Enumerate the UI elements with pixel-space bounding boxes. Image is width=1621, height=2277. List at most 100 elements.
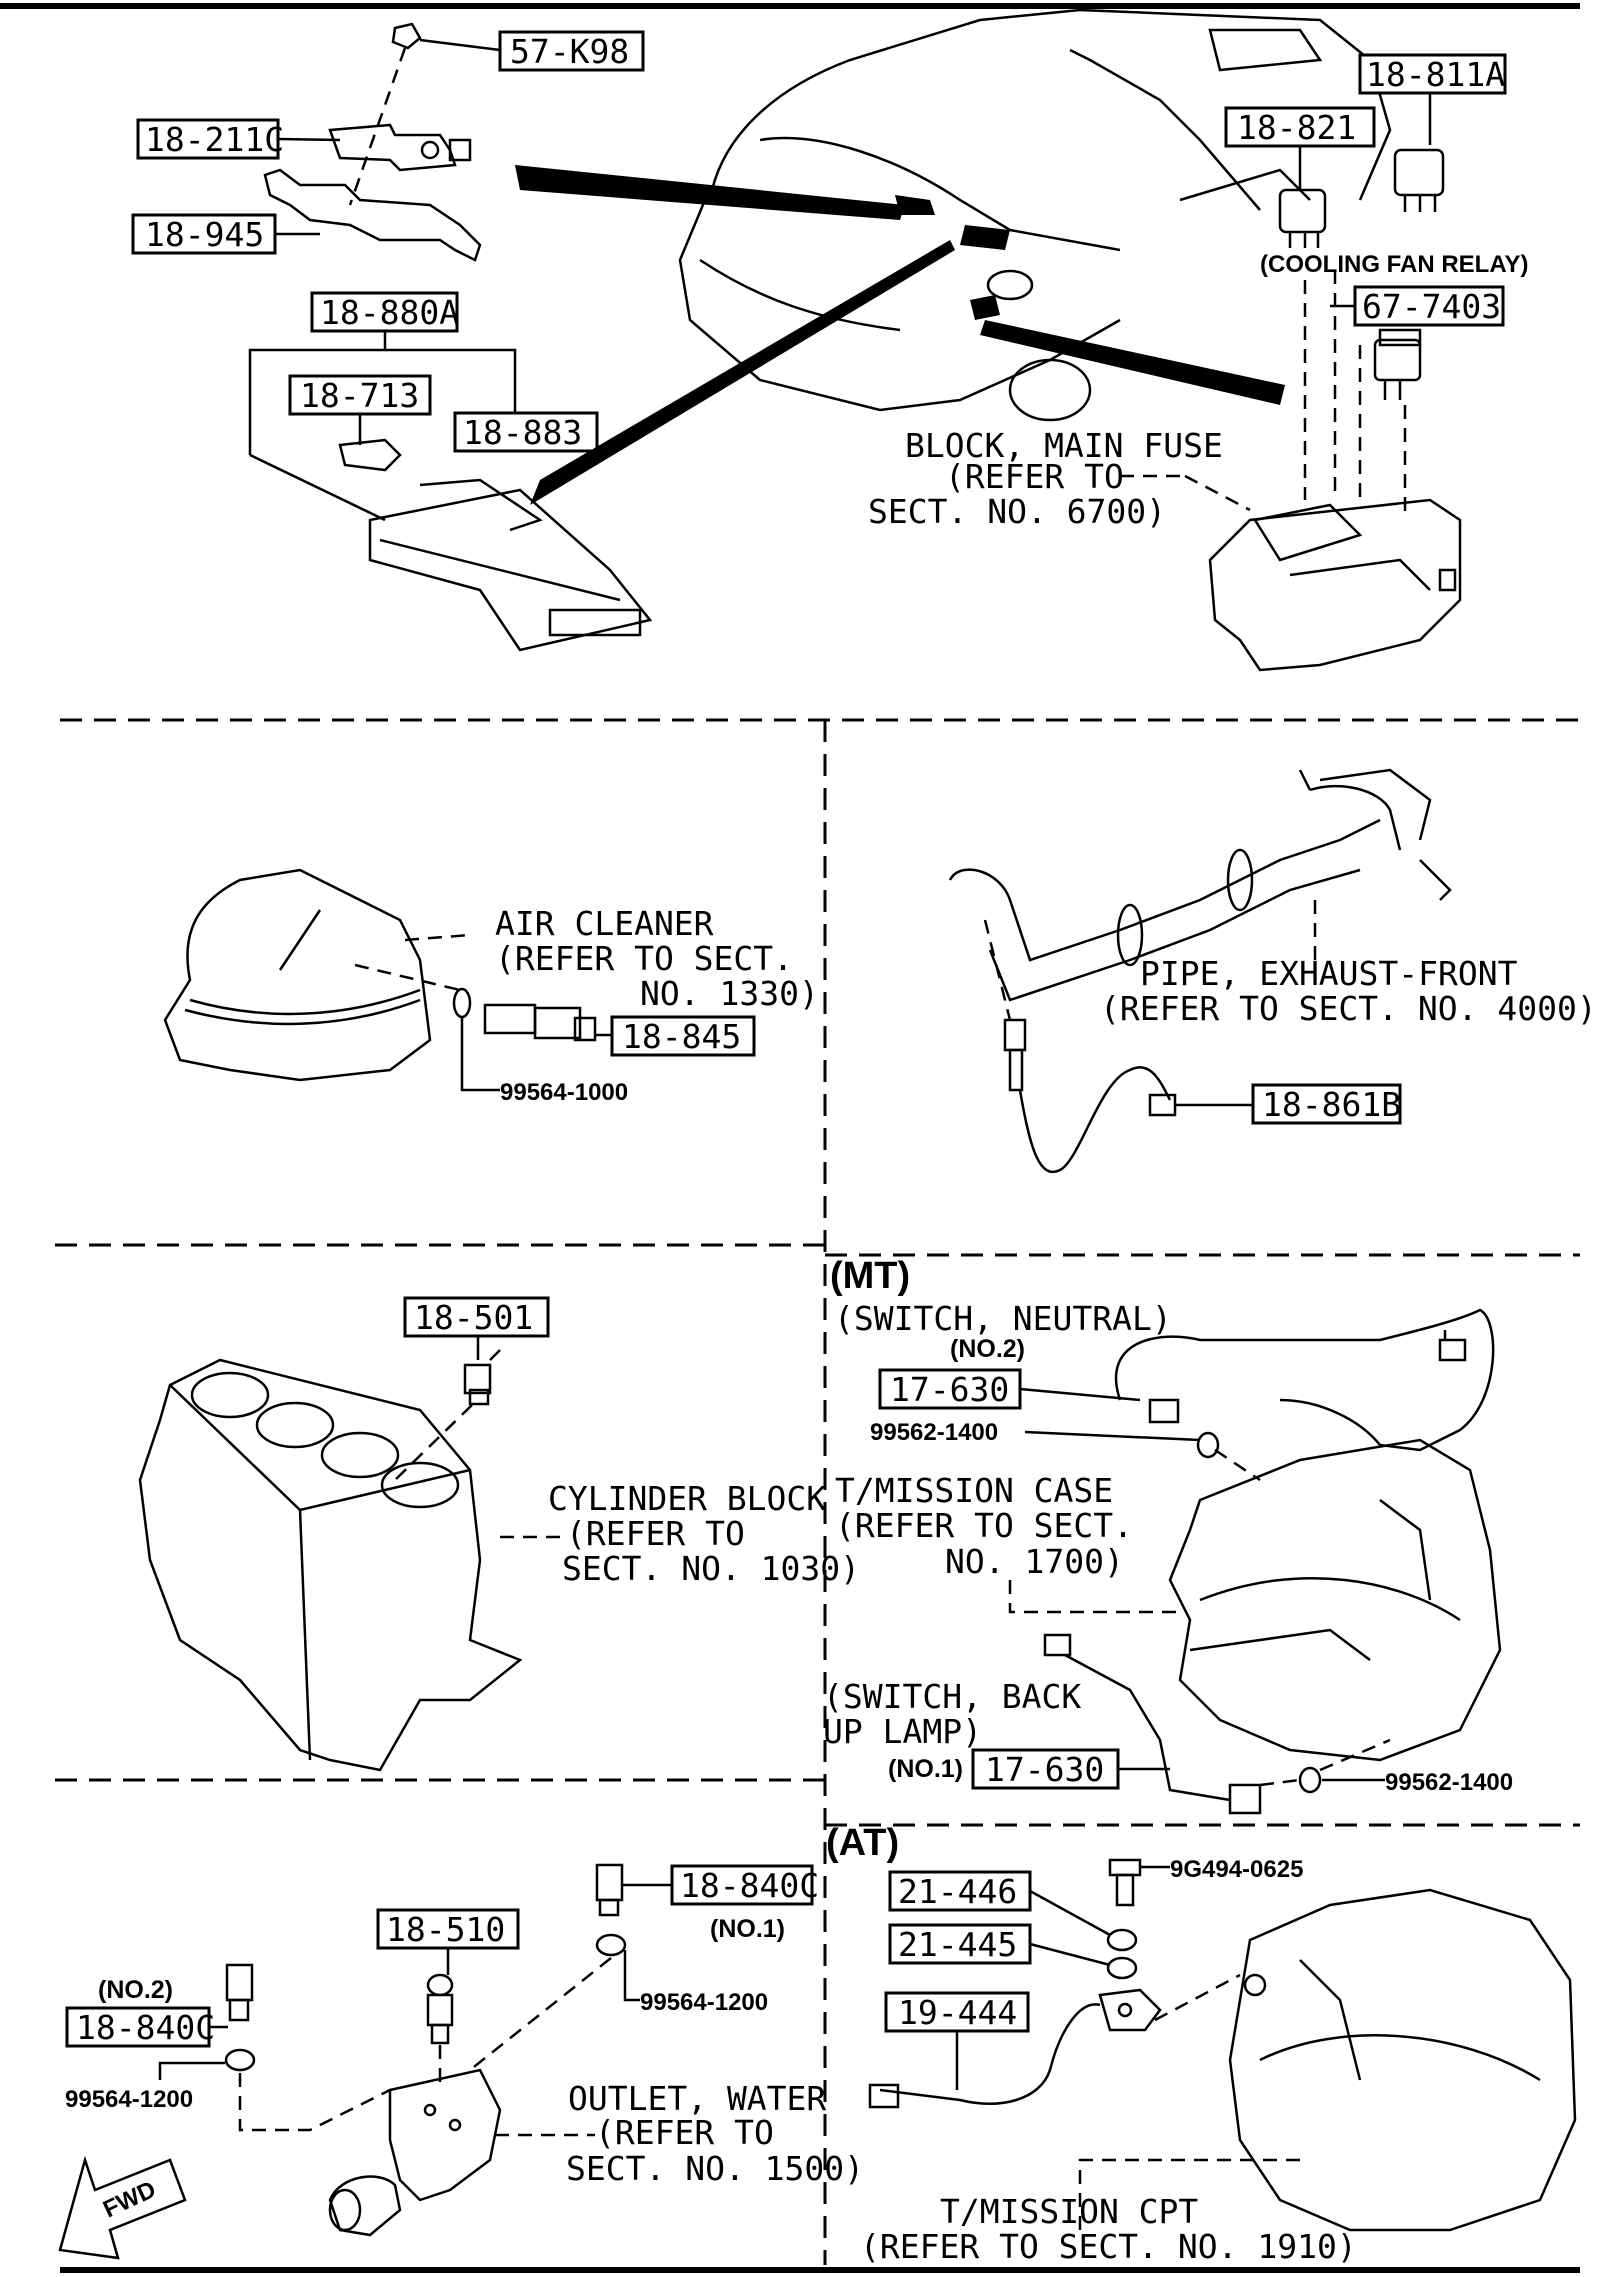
callout-18-840C-no2: [65, 2006, 211, 2048]
label-main-fuse: BLOCK, MAIN FUSE: [905, 426, 1223, 465]
pointer-arrow: [895, 195, 935, 215]
callout-text: 18-713: [300, 376, 419, 415]
callout-text: 18-945: [145, 215, 264, 254]
relay-part: [1373, 328, 1422, 400]
heading-at: (AT): [826, 1822, 899, 1864]
temp-sender-part: [225, 1963, 254, 2022]
callout-text: 18-845: [622, 1017, 741, 1056]
pointer-arrow: [960, 225, 1010, 250]
backup-switch-part: [1043, 1633, 1262, 1815]
label-tmission-case: (REFER TO SECT.: [835, 1506, 1133, 1545]
callout-text: 67-7403: [1362, 287, 1501, 326]
vehicle-speed-sensor-part: [1098, 1988, 1162, 2032]
ref-9G494-0625: 9G494-0625: [1170, 1856, 1303, 1883]
label-switch-neutral: (SWITCH, NEUTRAL): [834, 1299, 1172, 1338]
label-outlet-water: SECT. NO. 1500): [566, 2149, 864, 2188]
label-exhaust-pipe: (REFER TO SECT. NO. 4000): [1100, 989, 1597, 1028]
callout-text: 21-445: [898, 1925, 1017, 1964]
gasket-part: [1298, 1766, 1322, 1794]
label-cylinder-block: (REFER TO: [566, 1514, 745, 1553]
bolt-part: [1108, 1858, 1142, 1907]
callout-text: 18-510: [386, 1910, 505, 1949]
callout-text: 18-811A: [1366, 55, 1505, 94]
label-no2: (NO.2): [950, 1335, 1025, 1363]
callout-18-811A: [1358, 53, 1507, 95]
relay-part: [1278, 188, 1327, 248]
callout-67-7403: [1353, 285, 1505, 327]
callout-text: 18-861B: [1262, 1085, 1401, 1124]
ref-99562-1400: 99562-1400: [870, 1419, 998, 1446]
label-tmission-cpt: (REFER TO SECT. NO. 1910): [860, 2227, 1357, 2266]
bracket-part: [263, 168, 482, 262]
label-main-fuse: (REFER TO: [945, 457, 1124, 496]
car-illustration: [678, 8, 1392, 422]
callout-17-630-neutral: [878, 1368, 1022, 1410]
label-main-fuse: SECT. NO. 6700): [868, 492, 1166, 531]
callout-text: 18-211C: [145, 120, 284, 159]
callout-18-840C-no1: [670, 1864, 814, 1906]
label-tmission-case: T/MISSION CASE: [835, 1471, 1113, 1510]
relay-part: [1393, 148, 1445, 212]
oxygen-sensor-part: [1003, 1018, 1177, 1173]
callout-text: 18-840C: [76, 2008, 215, 2047]
thermo-switch-part: [426, 1973, 454, 2045]
map-sensor-part: [328, 123, 472, 172]
label-cylinder-block: CYLINDER BLOCK: [548, 1479, 826, 1518]
washer-part: [1106, 1928, 1138, 1952]
cylinder-block-illustration: [138, 1358, 523, 1772]
transmission-case-illustration: [1168, 1438, 1502, 1762]
pointer-arrow: [515, 165, 905, 220]
temp-sensor-part: [452, 987, 597, 1042]
washer-part: [595, 1933, 627, 1957]
label-switch-backup: (SWITCH, BACK: [823, 1677, 1081, 1716]
callout-text: 18-840C: [680, 1866, 819, 1905]
callout-18-821: [1224, 106, 1376, 148]
label-air-cleaner: NO. 1330): [640, 974, 819, 1013]
washer-part: [1106, 1956, 1138, 1980]
callout-text: 18-880A: [320, 293, 459, 332]
fuse-block-part: [1208, 498, 1462, 672]
callout-text: 57-K98: [510, 32, 629, 71]
label-switch-backup: UP LAMP): [823, 1712, 982, 1751]
label-tmission-case: NO. 1700): [945, 1542, 1124, 1581]
callout-18-861B: [1251, 1083, 1402, 1125]
label-outlet-water: (REFER TO: [595, 2113, 774, 2152]
transmission-cpt-illustration: [1228, 1888, 1577, 2232]
label-cooling-fan-relay: (COOLING FAN RELAY): [1260, 251, 1528, 278]
fwd-label: FWD: [99, 2176, 160, 2224]
label-no2: (NO.2): [98, 1976, 173, 2004]
callout-text: 18-821: [1237, 108, 1356, 147]
callout-18-713: [288, 374, 432, 416]
callout-text: 17-630: [890, 1370, 1009, 1409]
washer-part: [224, 2048, 256, 2072]
water-outlet-illustration: [328, 2068, 502, 2237]
label-no1: (NO.1): [888, 1755, 963, 1783]
ref-99562-1400: 99562-1400: [1385, 1769, 1513, 1796]
sensor-harness-part: [879, 2003, 1101, 2105]
pointer-arrow: [530, 240, 955, 505]
callout-18-945: [131, 213, 277, 255]
temp-sender-part: [595, 1863, 624, 1917]
callout-21-445: [888, 1923, 1032, 1965]
ref-99564-1000: 99564-1000: [500, 1079, 628, 1106]
callout-18-883: [453, 411, 599, 453]
callout-57-K98: [498, 30, 645, 72]
label-outlet-water: OUTLET, WATER: [568, 2079, 826, 2118]
ecu-module-part: [338, 438, 653, 652]
callout-text: 18-501: [414, 1298, 533, 1337]
label-no1: (NO.1): [710, 1915, 785, 1943]
callout-17-630-backup: [971, 1748, 1120, 1790]
label-air-cleaner: AIR CLEANER: [495, 904, 714, 943]
callout-text: 18-883: [463, 413, 582, 452]
callout-21-446: [888, 1870, 1032, 1912]
connector-part: [868, 2083, 900, 2109]
pointer-arrow: [980, 320, 1285, 405]
air-cleaner-illustration: [163, 868, 432, 1082]
label-cylinder-block: SECT. NO. 1030): [562, 1549, 860, 1588]
pointer-arrow: [970, 295, 1000, 320]
exhaust-pipe-illustration: [948, 768, 1452, 1002]
nut-part: [391, 22, 422, 50]
ref-99564-1200: 99564-1200: [640, 1989, 768, 2016]
fwd-arrow-icon: [58, 2155, 187, 2260]
